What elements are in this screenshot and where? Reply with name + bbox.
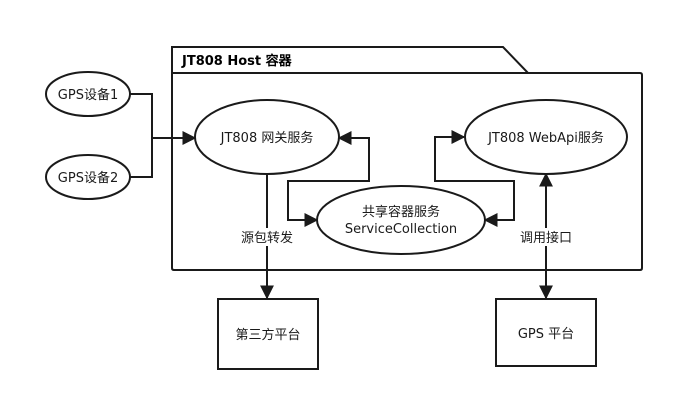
edge-api-call: 调用接口 [517,172,575,300]
gateway-service-label: JT808 网关服务 [220,130,314,146]
gps-device-1-ellipse [45,71,131,117]
shared-container-label-line1: 共享容器服务 [362,204,440,220]
gps-device-2-ellipse [45,154,131,200]
api-call-label: 调用接口 [520,230,572,246]
webapi-service-label: JT808 WebApi服务 [487,130,604,146]
node-gps-platform: GPS 平台 [495,298,597,367]
node-gps-device-1: GPS设备1 [45,71,131,117]
shared-container-ellipse [316,185,486,255]
node-third-party-platform: 第三方平台 [217,298,319,370]
connector-webapi-shared [434,130,515,227]
connector-device1 [130,93,153,138]
forward-label-bg [238,228,296,246]
gps-device-2-label: GPS设备2 [58,170,118,186]
gateway-service-ellipse [194,99,340,175]
webapi-service-ellipse [464,99,628,175]
gps-device-1-label: GPS设备1 [58,87,118,103]
third-party-platform-label: 第三方平台 [235,327,300,343]
gps-platform-box [495,298,597,367]
api-call-label-bg [517,228,575,246]
node-gps-device-2: GPS设备2 [45,154,131,200]
shared-container-label-line2: ServiceCollection [345,222,457,237]
third-party-platform-box [217,298,319,370]
node-gateway-service: JT808 网关服务 [194,99,340,175]
gps-platform-label: GPS 平台 [518,327,574,342]
connector-gateway-shared [287,131,370,227]
node-webapi-service: JT808 WebApi服务 [464,99,628,175]
node-shared-container: 共享容器服务 ServiceCollection [316,185,486,255]
container-title: JT808 Host 容器 [181,53,293,69]
edge-forward: 源包转发 [238,174,296,300]
forward-label: 源包转发 [241,230,293,246]
connector-device2 [130,138,153,178]
device-connectors [130,93,197,178]
